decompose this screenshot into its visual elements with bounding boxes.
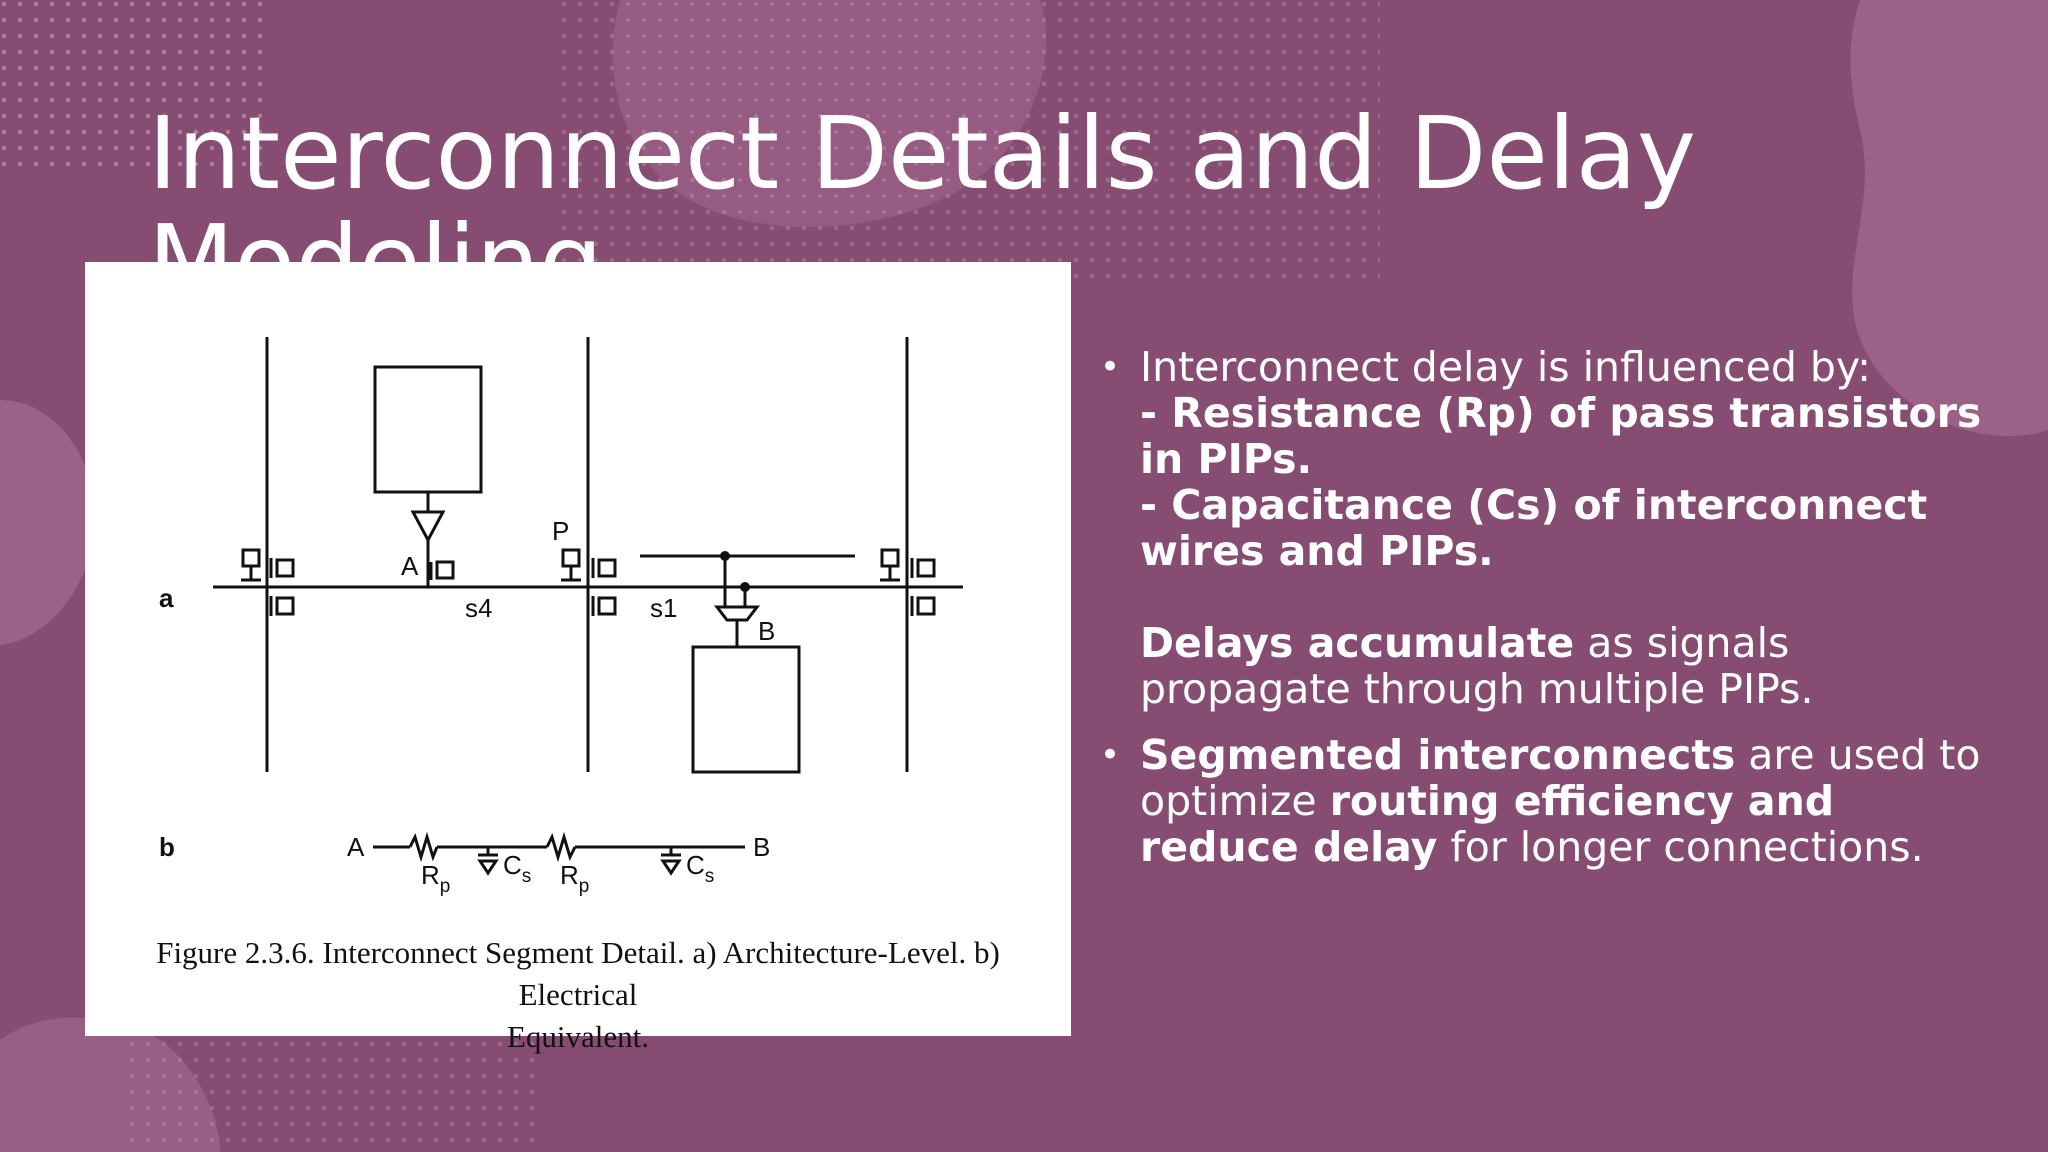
blob-top-right: [1850, 0, 2048, 437]
bullet-1-accumulate-bold: Delays accumulate: [1140, 619, 1575, 667]
resistor-rp-1: [408, 831, 439, 863]
label-P: P: [552, 516, 569, 546]
figure-image: a A P s4 s1 B b A B Rp Cs Rp Cs Figure 2…: [85, 262, 1071, 1054]
figure-caption: Figure 2.3.6. Interconnect Segment Detai…: [105, 932, 1051, 1058]
bullet-list: Interconnect delay is influenced by: - R…: [1100, 344, 2000, 890]
label-rp-2: Rp: [560, 860, 589, 897]
bullet-2-bold-2: routing efficiency and reduce delay: [1140, 777, 1835, 871]
blob-left: [0, 400, 95, 645]
bullet-item-2: Segmented interconnects are used to opti…: [1100, 732, 2000, 870]
resistor-rp-2: [545, 831, 577, 863]
label-b: b: [159, 832, 175, 862]
interconnect-diagram: a A P s4 s1 B b A B Rp Cs Rp Cs: [159, 337, 963, 897]
input-mux: [713, 605, 761, 622]
label-a: a: [159, 583, 174, 613]
bullet-1-spacer: [1140, 574, 2000, 620]
capacitor-cs-2: [660, 859, 682, 876]
logic-block-bottom: [691, 645, 801, 774]
caption-line-2: Equivalent.: [506, 1019, 650, 1054]
label-cs-1: Cs: [503, 850, 531, 887]
dots-bottom-left: [120, 1040, 540, 1152]
bullet-1-accumulate: Delays accumulate as signals propagate t…: [1140, 620, 2000, 712]
dots-top-center: [560, 0, 1380, 290]
bullet-1-intro: Interconnect delay is influenced by:: [1140, 343, 1871, 391]
bullet-2-text-1: are used to optimize: [1140, 731, 1981, 825]
label-rp-1: Rp: [421, 860, 450, 897]
logic-block-top: [373, 365, 483, 494]
label-s4: s4: [465, 593, 492, 623]
bullet-2-bold-1: Segmented interconnects: [1140, 731, 1736, 779]
capacitor-cs-1: [477, 859, 499, 876]
label-cs-2: Cs: [686, 850, 714, 887]
buffer-triangle: [410, 510, 446, 544]
label-B: B: [758, 616, 775, 646]
bullet-1-accumulate-text: as signals propagate through multiple PI…: [1140, 619, 1814, 713]
label-s1: s1: [650, 593, 677, 623]
bullet-2-text-2: for longer connections.: [1437, 823, 1924, 871]
bullet-1-resistance: - Resistance (Rp) of pass transistors in…: [1140, 389, 1982, 483]
label-A: A: [401, 551, 419, 581]
label-A-electrical: A: [347, 832, 365, 862]
label-B-electrical: B: [753, 832, 770, 862]
junction-dot-2: [740, 582, 750, 592]
dots-top-left: [0, 0, 270, 170]
caption-line-1: Figure 2.3.6. Interconnect Segment Detai…: [156, 935, 1000, 1012]
bullet-item-1: Interconnect delay is influenced by: - R…: [1100, 344, 2000, 712]
bullet-1-capacitance: - Capacitance (Cs) of interconnect wires…: [1140, 481, 1928, 575]
junction-dot-1: [720, 551, 730, 561]
